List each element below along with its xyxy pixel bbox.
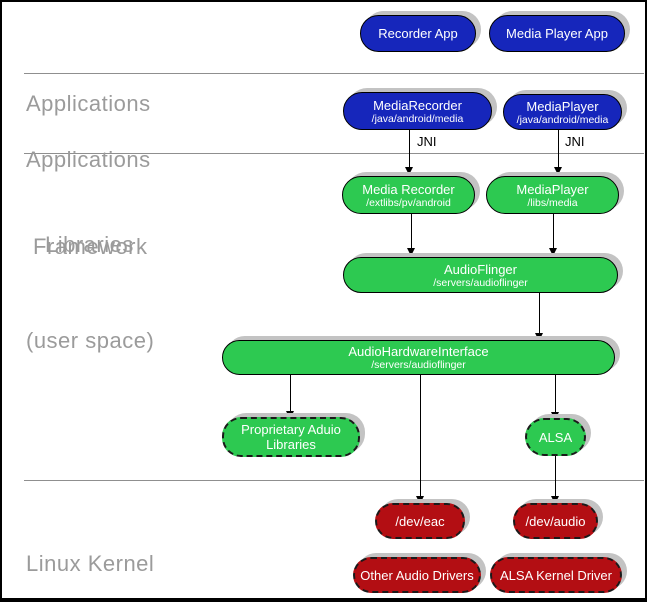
node-title: Other Audio Drivers	[360, 567, 474, 583]
layer-label-line: Framework	[33, 234, 148, 259]
node-title: MediaRecorder	[373, 97, 462, 113]
layer-label-line: Linux Kernel	[26, 551, 155, 576]
edge-alsa-devaudio-arrowhead	[551, 496, 559, 504]
node-title: Media Player App	[506, 26, 608, 41]
edge-jni-right-line	[558, 130, 559, 167]
divider-libraries-kernel	[24, 480, 644, 481]
edge-label-jni-left: JNI	[417, 134, 437, 149]
node-title: ALSA	[538, 429, 573, 445]
edge-mediarecorder-audioflinger-line	[411, 214, 412, 248]
edge-ahi-deveac-arrowhead	[416, 496, 424, 504]
edge-mediaplayer-audioflinger-line	[553, 214, 554, 248]
edge-jni-right-arrowhead	[554, 167, 562, 175]
node-title: ALSA Kernel Driver	[500, 567, 612, 583]
node-title: MediaPlayer	[516, 181, 589, 197]
edge-ahi-proprietary-line	[290, 375, 291, 411]
node-other-audio-drivers: Other Audio Drivers	[353, 557, 481, 593]
node-media-player-lib: MediaPlayer /libs/media	[486, 176, 619, 214]
node-recorder-app: Recorder App	[360, 15, 476, 52]
edge-audioflinger-ahi-line	[539, 293, 540, 333]
node-subtitle: /servers/audioflinger	[371, 359, 466, 371]
edge-mediaplayer-audioflinger-arrowhead	[549, 248, 557, 256]
node-title: /dev/eac	[395, 513, 445, 529]
node-alsa: ALSA	[525, 418, 586, 456]
layer-label-line: Applications	[26, 147, 151, 172]
node-title: AudioFlinger	[444, 261, 517, 277]
divider-applications-framework	[24, 73, 644, 74]
edge-alsa-devaudio-line	[555, 456, 556, 496]
layer-label-libraries: Libraries (user space)	[26, 165, 154, 389]
node-subtitle: /java/android/media	[371, 112, 464, 125]
layer-label-linux-kernel: Linux Kernel	[26, 491, 154, 607]
node-dev-audio: /dev/audio	[513, 503, 598, 539]
node-title: AudioHardwareInterface	[348, 344, 489, 359]
node-media-recorder-framework: MediaRecorder /java/android/media	[343, 92, 492, 130]
node-title: Recorder App	[378, 26, 458, 41]
edge-jni-left-line	[409, 130, 410, 167]
node-subtitle: /java/android/media	[516, 113, 609, 126]
edge-jni-left-arrowhead	[405, 167, 413, 175]
edge-mediarecorder-audioflinger-arrowhead	[407, 248, 415, 256]
edge-ahi-deveac-line	[420, 375, 421, 496]
layer-label-applications: Applications	[26, 31, 151, 147]
node-subtitle: /extlibs/pv/android	[366, 196, 451, 209]
edge-ahi-proprietary-arrowhead	[286, 411, 294, 419]
node-audio-flinger: AudioFlinger /servers/audioflinger	[343, 257, 618, 293]
edge-audioflinger-ahi-arrowhead	[535, 333, 543, 341]
edge-label-jni-right: JNI	[565, 134, 585, 149]
edge-ahi-alsa-line	[555, 375, 556, 412]
node-title: MediaPlayer	[526, 98, 599, 114]
layer-label-applications-framework: Applications Framework	[26, 87, 151, 290]
divider-framework-libraries	[24, 153, 644, 154]
layer-label-line: Applications	[26, 91, 151, 116]
node-alsa-kernel-driver: ALSA Kernel Driver	[490, 557, 622, 593]
node-dev-eac: /dev/eac	[375, 503, 465, 539]
layer-label-line: (user space)	[26, 328, 155, 353]
node-title: Media Recorder	[362, 181, 455, 197]
node-proprietary-audio-libraries: Proprietary Aduio Libraries	[222, 417, 360, 457]
node-title-line2: Libraries	[266, 437, 316, 452]
node-title: /dev/audio	[525, 513, 586, 529]
edge-ahi-alsa-arrowhead	[551, 412, 559, 420]
node-media-recorder-lib: Media Recorder /extlibs/pv/android	[342, 176, 475, 214]
node-media-player-app: Media Player App	[489, 15, 625, 52]
node-title: Proprietary Aduio	[241, 422, 341, 437]
node-subtitle: /libs/media	[527, 196, 578, 209]
node-subtitle: /servers/audioflinger	[433, 276, 528, 289]
layer-label-line: Libraries	[45, 232, 134, 257]
node-media-player-framework: MediaPlayer /java/android/media	[503, 94, 622, 130]
node-audio-hardware-interface: AudioHardwareInterface /servers/audiofli…	[222, 340, 615, 375]
